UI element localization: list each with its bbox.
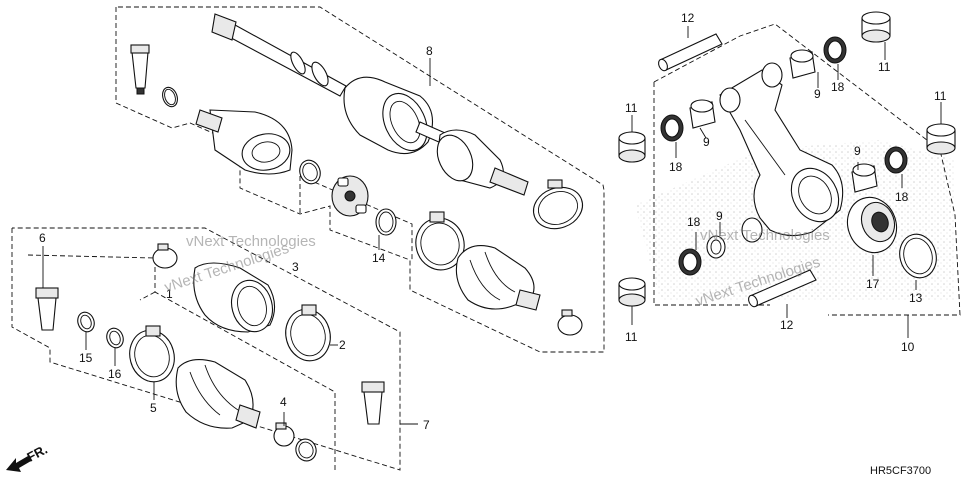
callout-18b: 18 xyxy=(669,160,683,174)
watermark-right-1: vNext Technologies xyxy=(700,227,830,244)
band-clamp-large[interactable] xyxy=(410,211,470,275)
outboard-joint[interactable] xyxy=(430,129,529,196)
dust-cap-top-right[interactable] xyxy=(861,11,891,43)
inner-joint-housing[interactable] xyxy=(195,109,293,175)
callout-6: 6 xyxy=(39,231,46,245)
band-clamp-top-right[interactable] xyxy=(528,179,589,235)
tripod-spider[interactable] xyxy=(331,175,369,217)
callout-2: 2 xyxy=(339,338,346,352)
callout-15: 15 xyxy=(79,351,93,365)
snap-ring-top[interactable] xyxy=(160,85,180,109)
seal-18-right[interactable] xyxy=(884,146,908,174)
dust-cap-right[interactable] xyxy=(926,123,956,155)
small-band-clamp[interactable] xyxy=(557,309,583,336)
lower-boot[interactable] xyxy=(175,359,261,429)
callout-7: 7 xyxy=(423,418,430,432)
callout-11d: 11 xyxy=(625,330,638,344)
callout-8: 8 xyxy=(426,44,433,58)
bushing-9-top[interactable] xyxy=(789,49,816,79)
seal-18-lower[interactable] xyxy=(678,248,702,276)
callout-12a: 12 xyxy=(681,11,695,25)
circlip-14[interactable] xyxy=(375,208,397,236)
seal-18-top[interactable] xyxy=(823,36,847,64)
callout-9b: 9 xyxy=(703,135,710,149)
callouts: 6 1 15 16 5 4 2 7 8 3 14 12 12 11 11 11 … xyxy=(39,11,947,432)
callout-13: 13 xyxy=(909,291,923,305)
callout-17: 17 xyxy=(866,277,880,291)
grease-tube-top[interactable] xyxy=(130,44,150,95)
outer-boot[interactable] xyxy=(455,245,541,311)
watermark-left-1: vNext Technologies xyxy=(186,233,316,250)
swing-arm[interactable] xyxy=(719,62,848,243)
front-arrow-icon xyxy=(6,456,31,472)
bushing-9-right[interactable] xyxy=(851,163,878,193)
swing-arm-group-outline xyxy=(653,23,961,316)
callout-18a: 18 xyxy=(831,80,845,94)
bushing-9-lower[interactable] xyxy=(706,235,726,259)
snap-ring-15[interactable] xyxy=(75,310,97,334)
pivot-pin-top[interactable] xyxy=(657,33,723,72)
callout-3: 3 xyxy=(292,260,299,274)
band-clamp-2[interactable] xyxy=(280,304,336,366)
pivot-pin-bottom[interactable] xyxy=(747,269,817,308)
callout-18d: 18 xyxy=(687,215,701,229)
callout-14: 14 xyxy=(372,251,386,265)
band-clamp-5[interactable] xyxy=(124,325,180,387)
callout-4: 4 xyxy=(280,395,287,409)
bearing-17[interactable] xyxy=(840,190,904,259)
grease-tube-lower-right[interactable] xyxy=(361,381,385,425)
seal-18-left[interactable] xyxy=(660,114,684,142)
front-direction-arrow: FR. xyxy=(6,442,50,472)
inner-shaft[interactable] xyxy=(211,13,347,97)
small-clamp-1[interactable] xyxy=(152,243,178,269)
circlip-13[interactable] xyxy=(895,230,941,282)
callout-18c: 18 xyxy=(895,190,909,204)
callout-12b: 12 xyxy=(780,318,794,332)
dust-cap-bottom-left[interactable] xyxy=(618,277,646,307)
small-clamp-4[interactable] xyxy=(273,422,295,447)
callout-5: 5 xyxy=(150,401,157,415)
inboard-boot[interactable] xyxy=(343,76,436,157)
callout-9c: 9 xyxy=(854,144,861,158)
diagram-code: HR5CF3700 xyxy=(870,465,931,477)
callout-9a: 9 xyxy=(814,87,821,101)
grease-tube-lower[interactable] xyxy=(35,287,59,331)
snap-ring-16[interactable] xyxy=(104,326,126,350)
callout-9d: 9 xyxy=(716,209,723,223)
bushing-9-left[interactable] xyxy=(689,99,716,129)
upper-boot-lower-group[interactable] xyxy=(193,262,278,336)
leader-lines xyxy=(42,26,942,426)
snap-ring-lower[interactable] xyxy=(293,436,319,464)
callout-11a: 11 xyxy=(878,60,891,74)
callout-11b: 11 xyxy=(934,89,947,103)
callout-11c: 11 xyxy=(625,101,638,115)
dust-cap-left[interactable] xyxy=(618,131,646,163)
callout-10: 10 xyxy=(901,340,915,354)
callout-16: 16 xyxy=(108,367,122,381)
snap-ring-mid[interactable] xyxy=(296,157,323,186)
callout-1: 1 xyxy=(166,287,173,301)
